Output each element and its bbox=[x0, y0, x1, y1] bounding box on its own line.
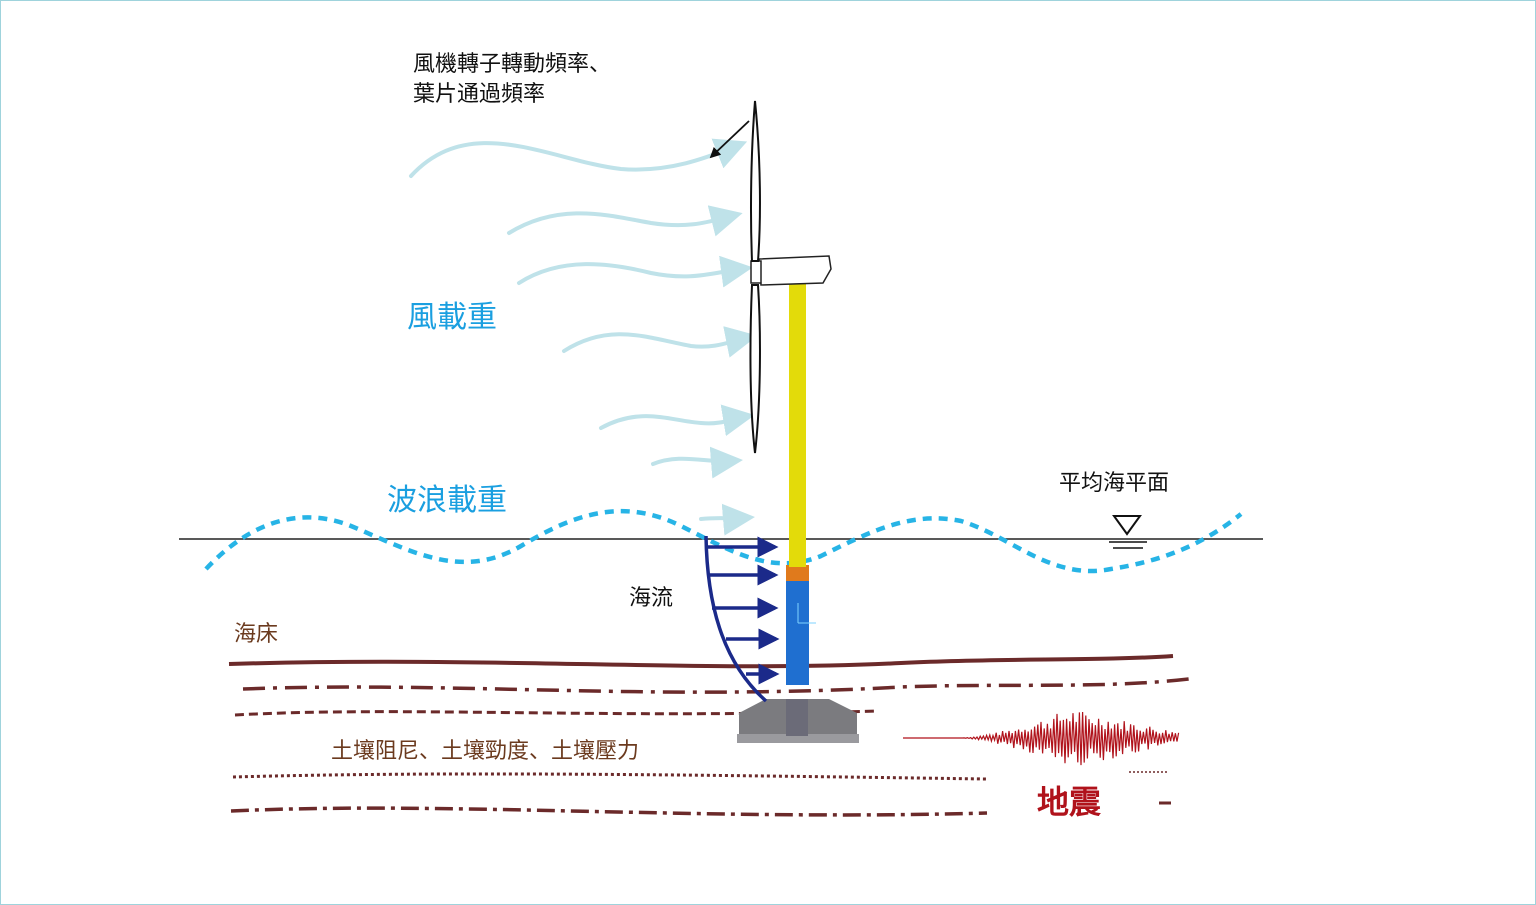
soil-line-dashed bbox=[234, 709, 878, 717]
seabed-label: 海床 bbox=[234, 622, 278, 647]
tower bbox=[789, 283, 806, 567]
wind-arrow bbox=[517, 255, 753, 288]
blade-passing-frequency-label: 葉片通過頻率 bbox=[413, 82, 545, 107]
wave-line bbox=[204, 508, 1243, 574]
transition-piece bbox=[786, 565, 809, 581]
wind-arrow bbox=[699, 503, 755, 536]
blade-lower bbox=[749, 284, 761, 454]
soil-line-dashdot-lower bbox=[230, 806, 988, 817]
wind-streamlines bbox=[409, 138, 758, 536]
gravity-foundation bbox=[737, 699, 859, 743]
soil-line-dotted bbox=[232, 772, 988, 781]
wave-load-label: 波浪載重 bbox=[387, 483, 507, 518]
wind-arrow bbox=[599, 404, 755, 437]
blade-upper bbox=[750, 100, 761, 262]
wind-load-label: 風載重 bbox=[407, 300, 497, 335]
soil-layers bbox=[228, 654, 1190, 817]
hub bbox=[750, 260, 762, 284]
earthquake-seismogram bbox=[903, 711, 1180, 766]
wind-arrow bbox=[409, 138, 748, 178]
earthquake-label: 地震 bbox=[1037, 783, 1102, 821]
mean-sea-level-symbol bbox=[1109, 515, 1147, 549]
wind-arrow bbox=[651, 446, 743, 479]
wind-arrow bbox=[562, 326, 758, 358]
mean-sea-level-label: 平均海平面 bbox=[1059, 471, 1169, 496]
nacelle bbox=[758, 255, 832, 286]
monopile bbox=[786, 579, 809, 685]
seabed-line bbox=[228, 654, 1174, 669]
wind-arrow bbox=[507, 205, 743, 237]
rotor-frequency-label: 風機轉子轉動頻率、 bbox=[413, 52, 611, 77]
rotor-pointer-arrow bbox=[709, 120, 750, 159]
current-label: 海流 bbox=[629, 586, 673, 611]
soil-properties-label: 土壤阻尼、土壤勁度、土壤壓力 bbox=[331, 739, 639, 764]
soil-line-dashdot bbox=[242, 677, 1190, 694]
current-profile bbox=[704, 535, 780, 703]
axis-marker bbox=[797, 603, 816, 624]
